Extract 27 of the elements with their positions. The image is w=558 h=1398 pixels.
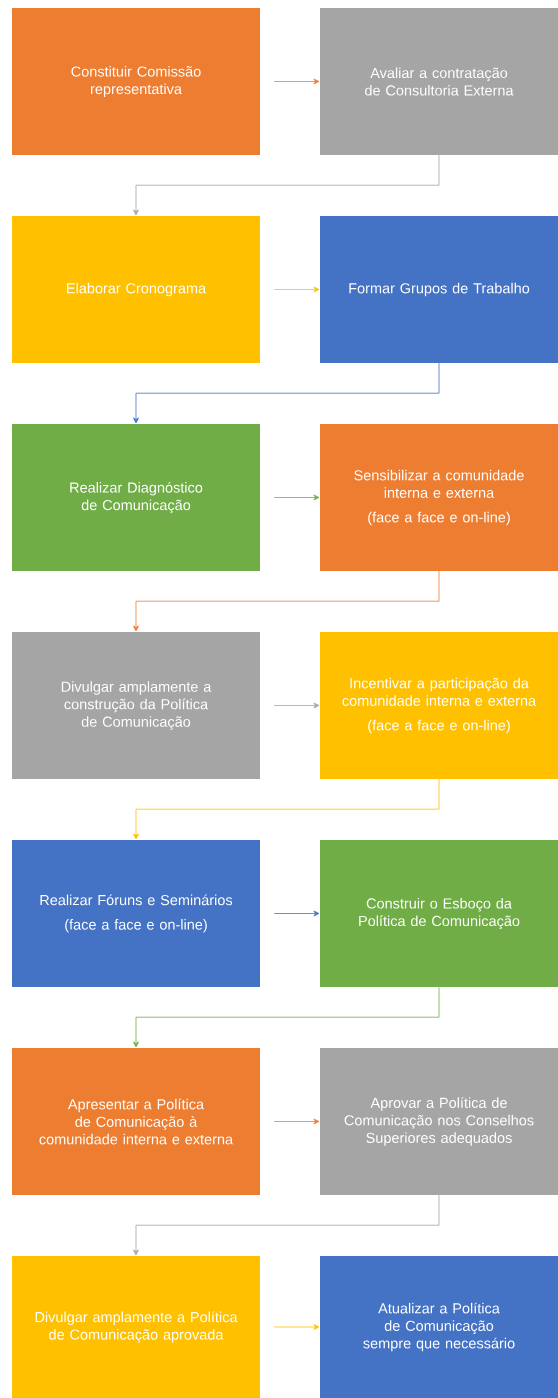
arrow xyxy=(133,1194,440,1256)
arrow xyxy=(273,1324,320,1330)
arrow xyxy=(133,570,440,632)
arrow xyxy=(273,910,320,917)
process-box: Divulgar amplamente a Política de Comunicação aprovada xyxy=(12,1256,260,1398)
arrow xyxy=(273,494,320,501)
arrow xyxy=(273,702,320,709)
arrow xyxy=(133,986,440,1048)
process-box: Atualizar a Política de Comunicação sempre que necessário xyxy=(320,1256,558,1398)
process-box: Realizar Fóruns e Seminários (face a face e on-line) xyxy=(12,840,260,987)
process-box: Apresentar a Política de Comunicação à comunidade interna e externa xyxy=(12,1048,260,1195)
arrow xyxy=(273,78,320,85)
arrow xyxy=(133,778,440,840)
process-box: Realizar Diagnóstico de Comunicação xyxy=(12,424,260,571)
process-box: Sensibilizar a comunidade interna e externa (face a face e on-line) xyxy=(320,424,558,571)
arrow xyxy=(133,154,440,216)
arrow xyxy=(273,1118,320,1125)
process-box: Avaliar a contratação de Consultoria Externa xyxy=(320,8,558,155)
process-box: Incentivar a participação da comunidade interna e externa (face a face e on-line) xyxy=(320,632,558,779)
process-box: Construir o Esboço da Política de Comunicação xyxy=(320,840,558,987)
process-box: Elaborar Cronograma xyxy=(12,216,260,363)
process-box: Constituir Comissão representativa xyxy=(12,8,260,155)
process-box: Aprovar a Política de Comunicação nos Conselhos Superiores adequados xyxy=(320,1048,558,1195)
process-box: Divulgar amplamente a construção da Política de Comunicação xyxy=(12,632,260,779)
arrow xyxy=(273,286,320,293)
arrow xyxy=(133,362,440,424)
process-box: Formar Grupos de Trabalho xyxy=(320,216,558,363)
